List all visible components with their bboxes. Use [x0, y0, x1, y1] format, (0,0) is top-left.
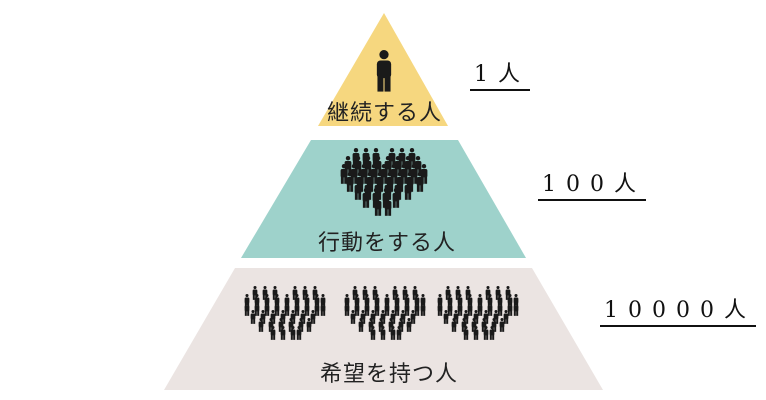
crowd-icon — [340, 148, 428, 216]
tier-label-bottom: 希望を持つ人 — [320, 362, 459, 387]
count-label-bottom: 10000人 — [600, 298, 756, 327]
count-label-middle: 100人 — [538, 172, 646, 201]
tier-label-top: 継続する人 — [327, 101, 443, 126]
count-label-top: 1人 — [470, 62, 530, 91]
large-crowd-icon — [244, 286, 519, 340]
tier-label-middle: 行動をする人 — [318, 231, 457, 256]
person-icon — [376, 50, 392, 92]
